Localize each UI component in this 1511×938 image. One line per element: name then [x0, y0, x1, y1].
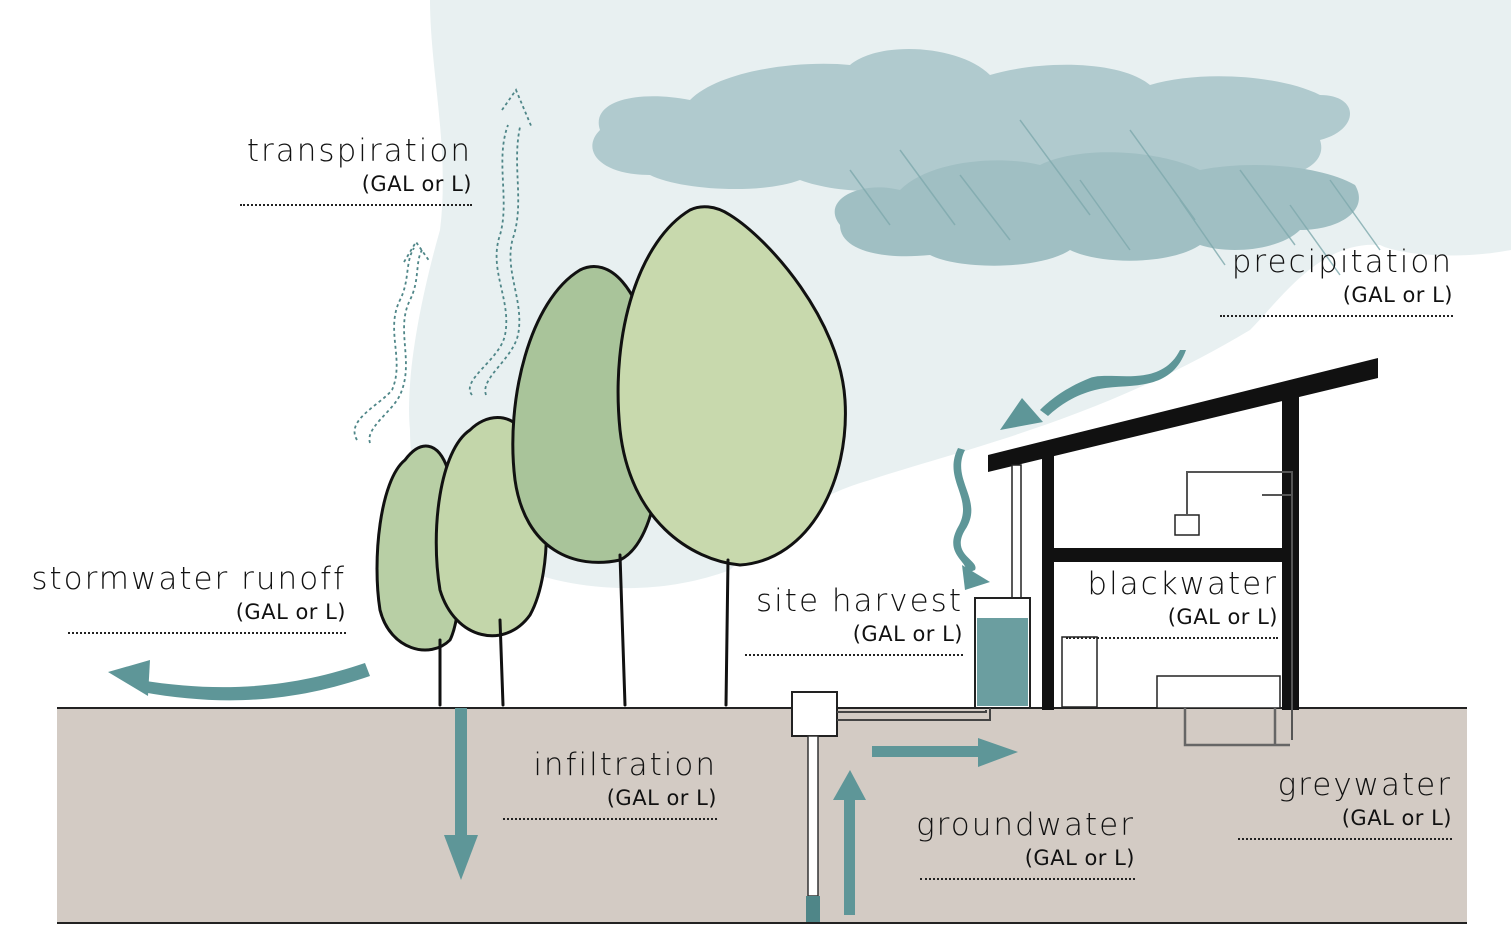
label-unit: (GAL or L) — [1167, 605, 1278, 629]
label-precipitation: precipitation (GAL or L) — [1220, 243, 1453, 317]
house — [974, 358, 1378, 747]
label-unit: (GAL or L) — [361, 172, 472, 196]
well-pump — [806, 896, 820, 922]
drain-pipes — [1183, 708, 1290, 747]
vanity — [1156, 675, 1281, 709]
label-stormwater-runoff: stormwater runoff (GAL or L) — [10, 560, 346, 634]
basin — [1174, 514, 1200, 536]
label-unit: (GAL or L) — [606, 786, 717, 810]
label-title: stormwater runoff — [31, 561, 346, 597]
rain-clouds — [592, 48, 1381, 276]
label-title: precipitation — [1231, 244, 1453, 280]
well-box — [791, 691, 838, 737]
label-underline — [1066, 631, 1278, 639]
label-underline — [920, 872, 1135, 880]
roof — [988, 358, 1378, 472]
arrow-runoff — [108, 660, 370, 701]
label-title: greywater — [1277, 767, 1452, 803]
arrow-site-harvest-head — [962, 565, 990, 590]
label-site-harvest: site harvest (GAL or L) — [745, 582, 963, 656]
cloud-upper — [592, 48, 1350, 192]
trees — [375, 205, 847, 707]
downspout — [1011, 464, 1022, 601]
flow-arrows — [108, 350, 1186, 915]
label-underline — [503, 812, 717, 820]
well-pipe — [807, 735, 819, 897]
label-underline — [1238, 832, 1452, 840]
arrow-groundwater-up — [833, 770, 866, 915]
floor-slab — [1054, 548, 1282, 562]
label-title: site harvest — [756, 583, 963, 619]
tree-4 — [616, 205, 847, 707]
label-unit: (GAL or L) — [235, 600, 346, 624]
rain-tank-water — [977, 618, 1028, 706]
label-underline — [240, 198, 472, 206]
arrow-site-harvest — [953, 448, 976, 574]
arrow-precipitation — [1000, 350, 1186, 430]
label-title: transpiration — [246, 133, 472, 169]
label-title: groundwater — [916, 807, 1135, 843]
plumbing — [1186, 471, 1293, 740]
label-unit: (GAL or L) — [1341, 806, 1452, 830]
label-underline — [68, 626, 346, 634]
label-unit: (GAL or L) — [1342, 283, 1453, 307]
label-greywater: greywater (GAL or L) — [1238, 766, 1452, 840]
rain-streaks — [849, 119, 1381, 276]
label-underline — [1220, 309, 1453, 317]
label-unit: (GAL or L) — [852, 622, 963, 646]
label-title: infiltration — [533, 747, 717, 783]
label-infiltration: infiltration (GAL or L) — [503, 746, 717, 820]
label-groundwater: groundwater (GAL or L) — [900, 806, 1135, 880]
label-transpiration: transpiration (GAL or L) — [240, 132, 472, 206]
label-title: blackwater — [1087, 566, 1278, 602]
label-unit: (GAL or L) — [1024, 846, 1135, 870]
wall-right — [1282, 390, 1299, 710]
label-underline — [745, 648, 963, 656]
cabinet — [1061, 636, 1098, 708]
arrow-groundwater-right — [872, 738, 1018, 767]
wall-left — [1042, 455, 1054, 710]
supply-pipe — [837, 710, 987, 713]
arrow-infiltration — [444, 708, 478, 880]
transpiration-arrows — [353, 88, 533, 444]
label-blackwater: blackwater (GAL or L) — [1066, 565, 1278, 639]
well — [791, 691, 991, 922]
cloud-lower — [834, 152, 1359, 266]
